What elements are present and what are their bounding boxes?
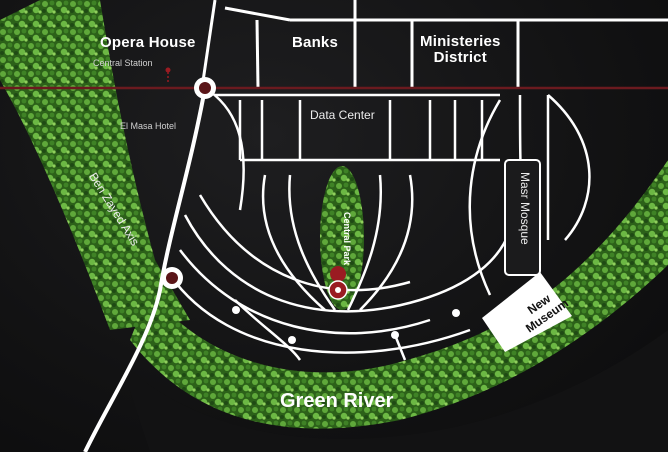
masr-mosque-label: Masr Mosque: [518, 172, 532, 245]
junction-dots: [232, 306, 460, 344]
opera-house-label: Opera House: [100, 34, 196, 51]
el-masa-hotel-label: El Masa Hotel: [120, 121, 177, 131]
banks-label: Banks: [292, 34, 339, 51]
new-museum-block: [482, 272, 572, 352]
district-roads: [168, 86, 591, 361]
map-pin-icon[interactable]: [328, 266, 348, 300]
ministeries-district-label: Ministeries District: [420, 34, 501, 66]
central-station-label: Central Station: [93, 58, 153, 68]
ben-zayed-axis-road: [83, 87, 207, 452]
green-river-label: Green River: [280, 390, 394, 412]
ministeries-line2: District: [433, 49, 487, 66]
station-marker-icon[interactable]: [165, 67, 171, 85]
lower-green-belt: [120, 330, 668, 452]
masr-mosque-block: [504, 159, 541, 276]
green-river-belt: [130, 160, 668, 429]
data-center-label: Data Center: [310, 108, 375, 122]
left-green-belt: [0, 0, 190, 330]
ministeries-line1: Ministeries: [420, 33, 501, 50]
central-park-label: Central Park: [342, 212, 352, 266]
top-roads: [200, 0, 668, 89]
